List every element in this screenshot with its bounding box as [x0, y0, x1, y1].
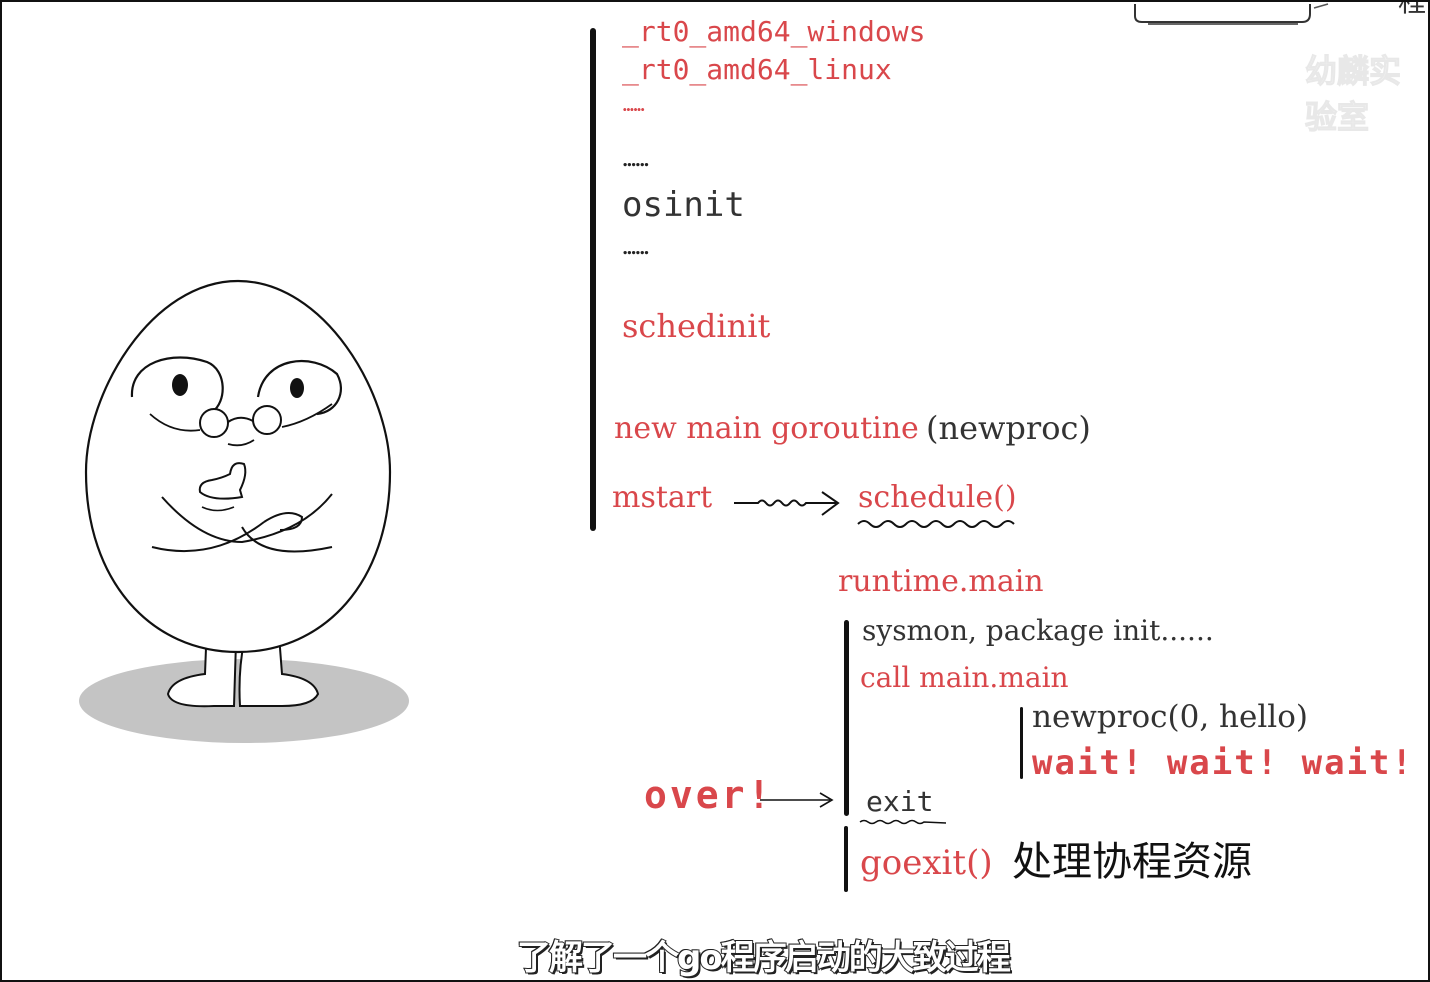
runtime-main-title: runtime.main [838, 564, 1044, 599]
video-subtitle: 了解了一个go程序启动的大致过程 [516, 937, 1012, 979]
rt0-linux-label: _rt0_amd64_linux [622, 53, 892, 86]
red-ellipsis: ...... [622, 96, 645, 115]
main-flow-bar [590, 28, 596, 531]
wait-label: wait! wait! wait! [1032, 743, 1414, 783]
ellipsis-1: ...... [622, 150, 650, 171]
newproc-bar [1020, 707, 1023, 779]
watermark: 幼麟实验室 [1305, 52, 1402, 137]
over-label: over! [644, 773, 774, 817]
osinit-label: osinit [622, 185, 745, 225]
rt0-windows-label: _rt0_amd64_windows [622, 15, 926, 48]
exit-label: exit [866, 785, 934, 818]
newproc-paren-label: (newproc) [926, 409, 1091, 447]
sysmon-label: sysmon, package init...... [862, 614, 1214, 647]
goexit-bar [844, 826, 848, 892]
schedinit-label: schedinit [622, 307, 771, 345]
runtime-main-bar [844, 620, 849, 816]
new-main-goroutine-label: new main goroutine [614, 411, 919, 446]
ellipsis-2: ...... [622, 238, 650, 259]
call-main-label: call main.main [860, 661, 1069, 694]
goexit-label: goexit() [860, 843, 993, 883]
newproc-hello-label: newproc(0, hello) [1032, 699, 1308, 735]
corner-glyph: 程 [1398, 0, 1427, 18]
mstart-label: mstart [612, 480, 713, 515]
goexit-description: 处理协程资源 [1012, 839, 1252, 885]
schedule-label: schedule() [858, 480, 1017, 515]
